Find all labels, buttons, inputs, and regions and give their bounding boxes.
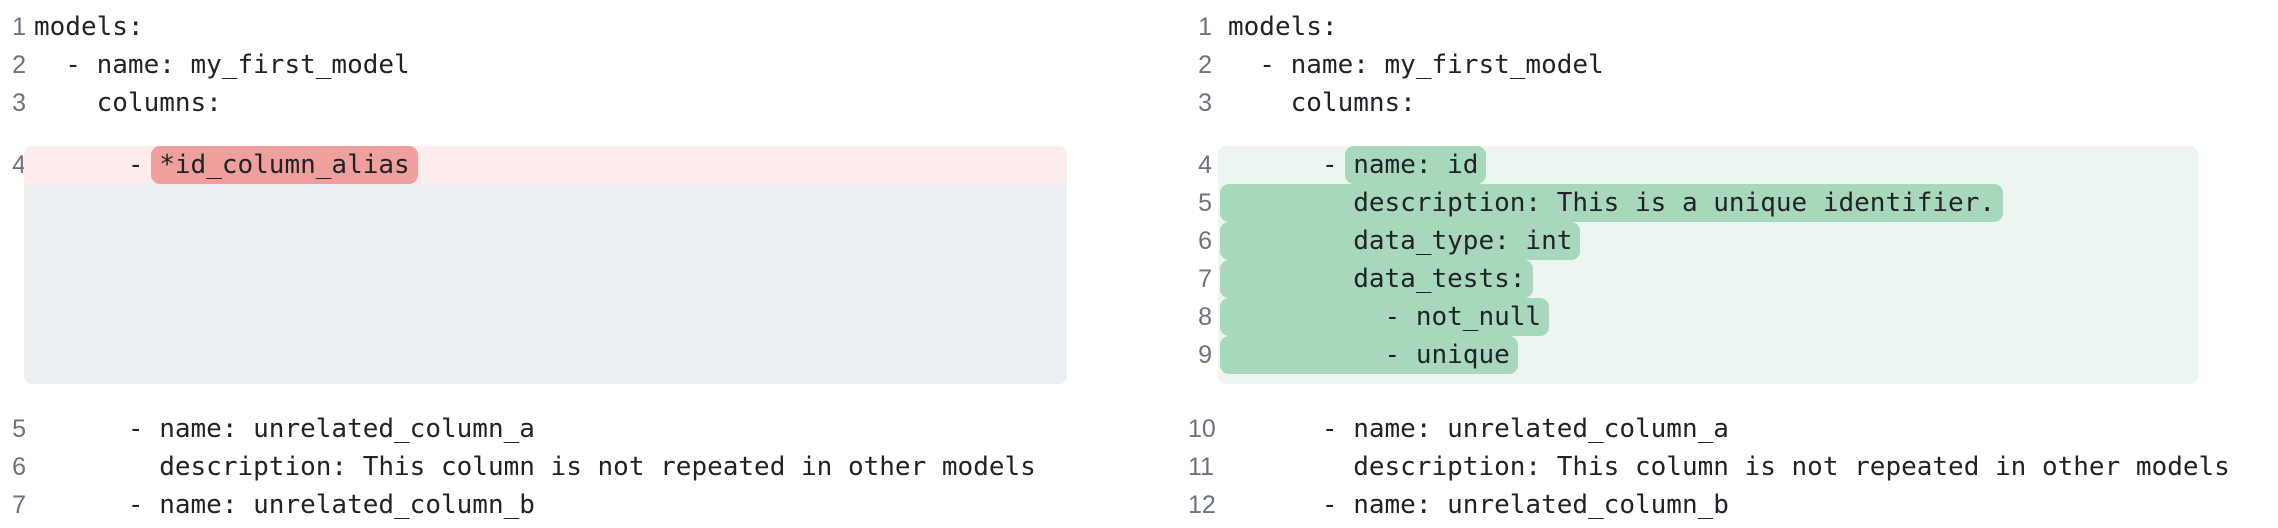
code-text: - not_null xyxy=(1218,298,2198,336)
diff-line-removed: 4 - *id_column_alias xyxy=(8,146,1077,184)
diff-line-context: 11 description: This column is not repea… xyxy=(1188,448,2230,486)
line-number: 2 xyxy=(1198,51,1212,79)
line-number: 1 xyxy=(12,13,26,41)
diff-line-context: 2 - name: my_first_model xyxy=(1188,46,2208,84)
diff-line-added: 8 - not_null xyxy=(1188,298,2208,336)
code-text: data_tests: xyxy=(1218,260,2198,298)
code-text: - name: unrelated_column_a xyxy=(34,414,535,444)
line-number: 3 xyxy=(12,89,26,117)
line-number: 10 xyxy=(1188,415,1216,443)
line-number: 4 xyxy=(1198,151,1212,179)
code-text: description: This is a unique identifier… xyxy=(1218,184,2198,222)
diff-line-added: 5 description: This is a unique identifi… xyxy=(1188,184,2208,222)
diff-line-context: 12 - name: unrelated_column_b xyxy=(1188,486,2208,524)
added-word-highlight: - not_null xyxy=(1220,298,1550,336)
added-word-highlight: description: This is a unique identifier… xyxy=(1220,184,2004,222)
diff-line-added: 9 - unique xyxy=(1188,336,2208,384)
code-text: - name: unrelated_column_b xyxy=(1228,490,1729,520)
line-number: 5 xyxy=(1198,189,1212,217)
diff-filler-row xyxy=(8,184,1077,384)
diff-line-context: 5 - name: unrelated_column_a xyxy=(8,410,1077,448)
added-word-highlight: - unique xyxy=(1220,336,1518,374)
code-text: models: xyxy=(34,12,144,42)
line-number: 4 xyxy=(12,151,26,179)
diff-line-added: 6 data_type: int xyxy=(1188,222,2208,260)
code-text: - name: id xyxy=(1218,146,2198,184)
added-word-highlight: name: id xyxy=(1345,146,1487,184)
diff-line-added: 7 data_tests: xyxy=(1188,260,2208,298)
line-number: 6 xyxy=(12,453,26,481)
line-number: 8 xyxy=(1198,303,1212,331)
code-text: - unique xyxy=(1218,336,2198,384)
code-text: columns: xyxy=(1228,88,1416,118)
code-text: - name: my_first_model xyxy=(34,50,410,80)
line-number: 12 xyxy=(1188,491,1216,519)
code-text: data_type: int xyxy=(1218,222,2198,260)
code-text: models: xyxy=(1228,12,1338,42)
line-number: 7 xyxy=(12,491,26,519)
diff-line-context: 10 - name: unrelated_column_a xyxy=(1188,410,2208,448)
code-text: columns: xyxy=(34,88,222,118)
line-number: 9 xyxy=(1198,341,1212,369)
code-text: - name: unrelated_column_b xyxy=(34,490,535,520)
line-number: 3 xyxy=(1198,89,1212,117)
added-word-highlight: data_tests: xyxy=(1220,260,1534,298)
diff-line-context: 3 columns: xyxy=(8,84,1077,122)
line-number: 11 xyxy=(1188,453,1214,481)
added-word-highlight: data_type: int xyxy=(1220,222,1581,260)
line-number: 6 xyxy=(1198,227,1212,255)
diff-line-context: 1 models: xyxy=(8,8,1077,46)
filler-space xyxy=(24,184,1067,384)
code-text: description: This column is not repeated… xyxy=(1228,452,2230,482)
diff-line-context: 1 models: xyxy=(1188,8,2208,46)
diff-line-context: 2 - name: my_first_model xyxy=(8,46,1077,84)
diff-line-context: 7 - name: unrelated_column_b xyxy=(8,486,1077,524)
code-text: - name: my_first_model xyxy=(1228,50,1604,80)
diff-line-context: 6 description: This column is not repeat… xyxy=(8,448,1077,486)
diff-line-added: 4 - name: id xyxy=(1188,146,2208,184)
line-number: 5 xyxy=(12,415,26,443)
code-text: - *id_column_alias xyxy=(24,146,1067,184)
code-text: - name: unrelated_column_a xyxy=(1228,414,1729,444)
diff-line-context: 3 columns: xyxy=(1188,84,2208,122)
removed-word-highlight: *id_column_alias xyxy=(151,146,418,184)
line-number: 1 xyxy=(1198,13,1212,41)
code-text: description: This column is not repeated… xyxy=(34,452,1036,482)
line-number: 2 xyxy=(12,51,26,79)
line-number: 7 xyxy=(1198,265,1212,293)
